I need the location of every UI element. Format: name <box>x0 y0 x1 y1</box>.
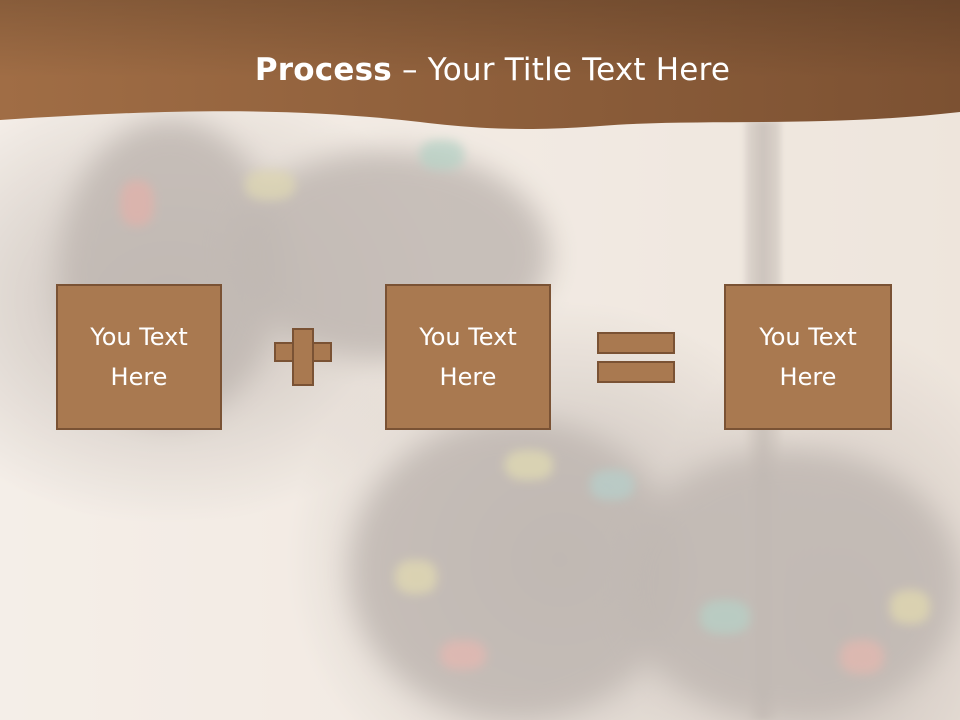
process-box-2[interactable]: You Text Here <box>385 284 551 430</box>
process-box-label: You Text Here <box>393 317 543 397</box>
title-text: – Your Title Text Here <box>391 52 731 88</box>
process-box-1[interactable]: You Text Here <box>56 284 222 430</box>
process-box-label-line1: You Text <box>419 323 517 351</box>
title-banner: Process – Your Title Text Here <box>0 0 960 140</box>
process-box-result[interactable]: You Text Here <box>724 284 892 430</box>
title-keyword: Process <box>254 52 392 88</box>
process-box-label-line2: Here <box>439 363 497 391</box>
process-box-label-line2: Here <box>779 363 837 391</box>
slide-title: Process – Your Title Text Here <box>0 52 960 88</box>
process-box-label-line2: Here <box>110 363 168 391</box>
process-box-label: You Text Here <box>64 317 214 397</box>
process-box-label-line1: You Text <box>90 323 188 351</box>
process-box-label: You Text Here <box>733 317 883 397</box>
process-box-label-line1: You Text <box>759 323 857 351</box>
banner-wave-shape <box>0 0 960 129</box>
